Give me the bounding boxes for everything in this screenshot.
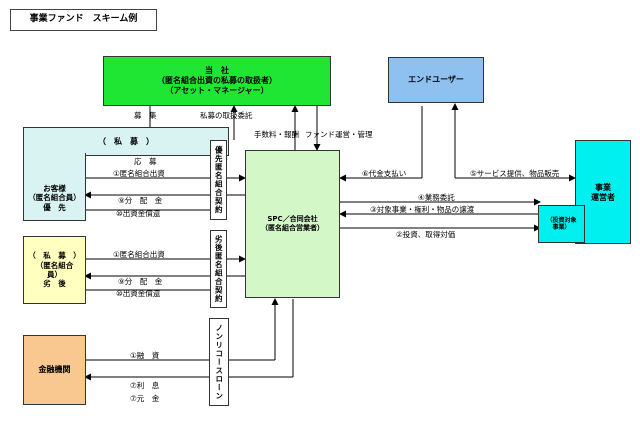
customer-box: お客様 （匿名組合員） 優 先 xyxy=(23,153,86,221)
junior-line4: 劣 後 xyxy=(43,279,66,289)
label-boshu: 募 集 xyxy=(134,111,157,120)
label-service: ⑤サービス提供、物品販売 xyxy=(470,169,560,178)
label-junior-invest: ①匿名組合出資 xyxy=(113,250,165,259)
spc-line2: （匿名組合営業者） xyxy=(261,224,324,232)
label-outsourcing: ④業務委託 xyxy=(418,193,455,202)
spc-line1: SPC／合同会社 xyxy=(267,215,318,224)
label-interest: ⑦利 息 xyxy=(130,381,160,390)
customer-line3: 優 先 xyxy=(43,202,66,212)
investment-target-box: （投資対象 事業） xyxy=(538,205,585,243)
junior-investor-box: （ 私 募 ） （匿名組合 員） 劣 後 xyxy=(23,236,86,304)
diagram-title: 事業ファンド スキーム例 xyxy=(10,9,157,31)
nonrecourse-loan-box: ノンリコースローン xyxy=(209,318,229,406)
label-fund-ops: ファンド運営・管理 xyxy=(305,130,373,139)
junior-contract-box: 劣後匿名組合契約 xyxy=(210,230,227,308)
end-user-box: エンドユーザー xyxy=(388,57,484,103)
asset-manager-line2: （匿名組合出資の私募の取扱者） xyxy=(157,76,277,85)
senior-contract-box: 優先匿名組合契約 xyxy=(210,140,227,220)
label-junior-repay: ⑩出資金償還 xyxy=(116,289,161,298)
investment-target-line2: 事業） xyxy=(552,224,571,231)
bank-box: 金融機関 xyxy=(23,335,86,405)
spc-box: SPC／合同会社 （匿名組合営業者） xyxy=(245,150,340,298)
customer-outer-box: （ 私 募 ） xyxy=(23,127,229,156)
label-investment: ②投資、取得対価 xyxy=(396,230,456,239)
junior-line3: 員） xyxy=(47,270,62,279)
label-senior-dist: ⑨分 配 金 xyxy=(118,196,163,205)
label-loan: ①融 資 xyxy=(130,351,160,360)
junior-line2: （匿名組合 xyxy=(35,260,74,270)
label-senior-repay: ⑩出資金償還 xyxy=(116,209,161,218)
label-principal: ⑦元 金 xyxy=(130,394,160,403)
operator-line1: 事業 xyxy=(595,183,611,192)
customer-line2: （匿名組合員） xyxy=(28,193,81,203)
label-senior-invest: ①匿名組合出資 xyxy=(113,169,165,178)
label-fee: 手数料・報酬 xyxy=(254,130,299,139)
label-junior-dist: ⑨分 配 金 xyxy=(118,277,163,286)
label-transfer: ③対象事業・権利・物品の譲渡 xyxy=(370,205,475,214)
asset-manager-line3: （アセット・マネージャー） xyxy=(165,86,269,95)
label-oubo: 応 募 xyxy=(134,157,157,166)
label-shibo-itaku: 私募の取扱委託 xyxy=(200,111,253,120)
customer-line1: お客様 xyxy=(43,183,66,193)
asset-manager-line1: 当 社 xyxy=(205,66,229,75)
operator-line2: 運営者 xyxy=(591,193,615,202)
investment-target-line1: （投資対象 xyxy=(546,216,577,224)
asset-manager-box: 当 社 （匿名組合出資の私募の取扱者） （アセット・マネージャー） xyxy=(103,56,331,106)
junior-line1: （ 私 募 ） xyxy=(28,251,81,261)
label-payment: ⑥代金支払い xyxy=(362,169,407,178)
customer-header: （ 私 募 ） xyxy=(98,136,154,146)
